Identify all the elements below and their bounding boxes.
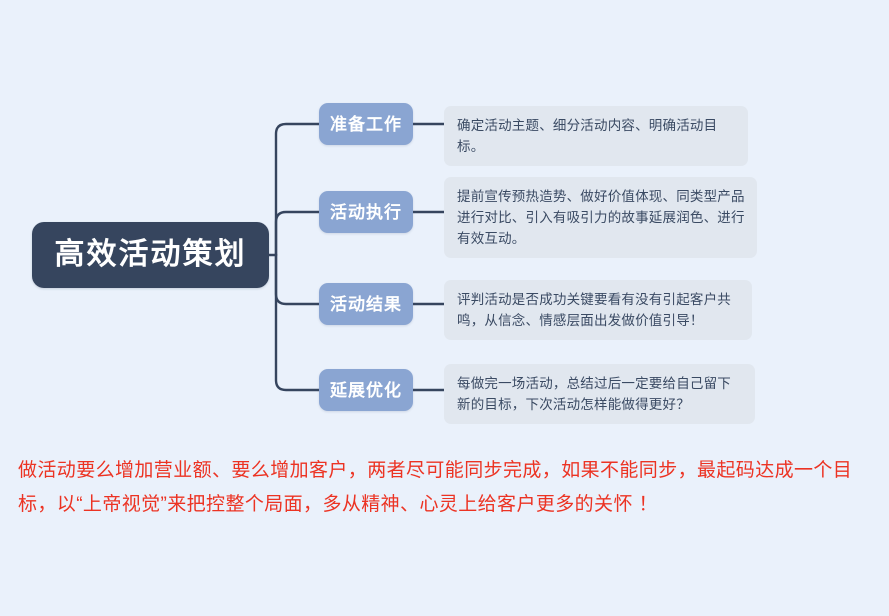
connector-branch-0 [274,122,321,257]
branch-node-optimization[interactable]: 延展优化 [319,369,413,411]
branch-node-result[interactable]: 活动结果 [319,283,413,325]
detail-box-optimization: 每做完一场活动，总结过后一定要给自己留下新的目标，下次活动怎样能做得更好？ [444,364,755,424]
branch-node-label: 准备工作 [330,114,402,134]
branch-node-execution[interactable]: 活动执行 [319,191,413,233]
detail-box-preparation: 确定活动主题、细分活动内容、明确活动目标。 [444,106,748,166]
connector-branch-2 [274,253,321,306]
branch-node-label: 延展优化 [330,380,402,400]
detail-box-result: 评判活动是否成功关键要看有没有引起客户共鸣，从信念、情感层面出发做价值引导！ [444,280,752,340]
connector-branch-1 [274,210,321,257]
detail-box-execution: 提前宣传预热造势、做好价值体现、同类型产品进行对比、引入有吸引力的故事延展润色、… [444,177,757,258]
root-node-label: 高效活动策划 [54,238,247,271]
root-node[interactable]: 高效活动策划 [32,222,269,288]
branch-node-preparation[interactable]: 准备工作 [319,103,413,145]
connector-branch-3 [274,253,321,392]
footer-note: 做活动要么增加营业额、要么增加客户，两者尽可能同步完成，如果不能同步，最起码达成… [18,460,853,515]
branch-node-label: 活动结果 [330,294,402,314]
branch-node-label: 活动执行 [330,202,402,222]
